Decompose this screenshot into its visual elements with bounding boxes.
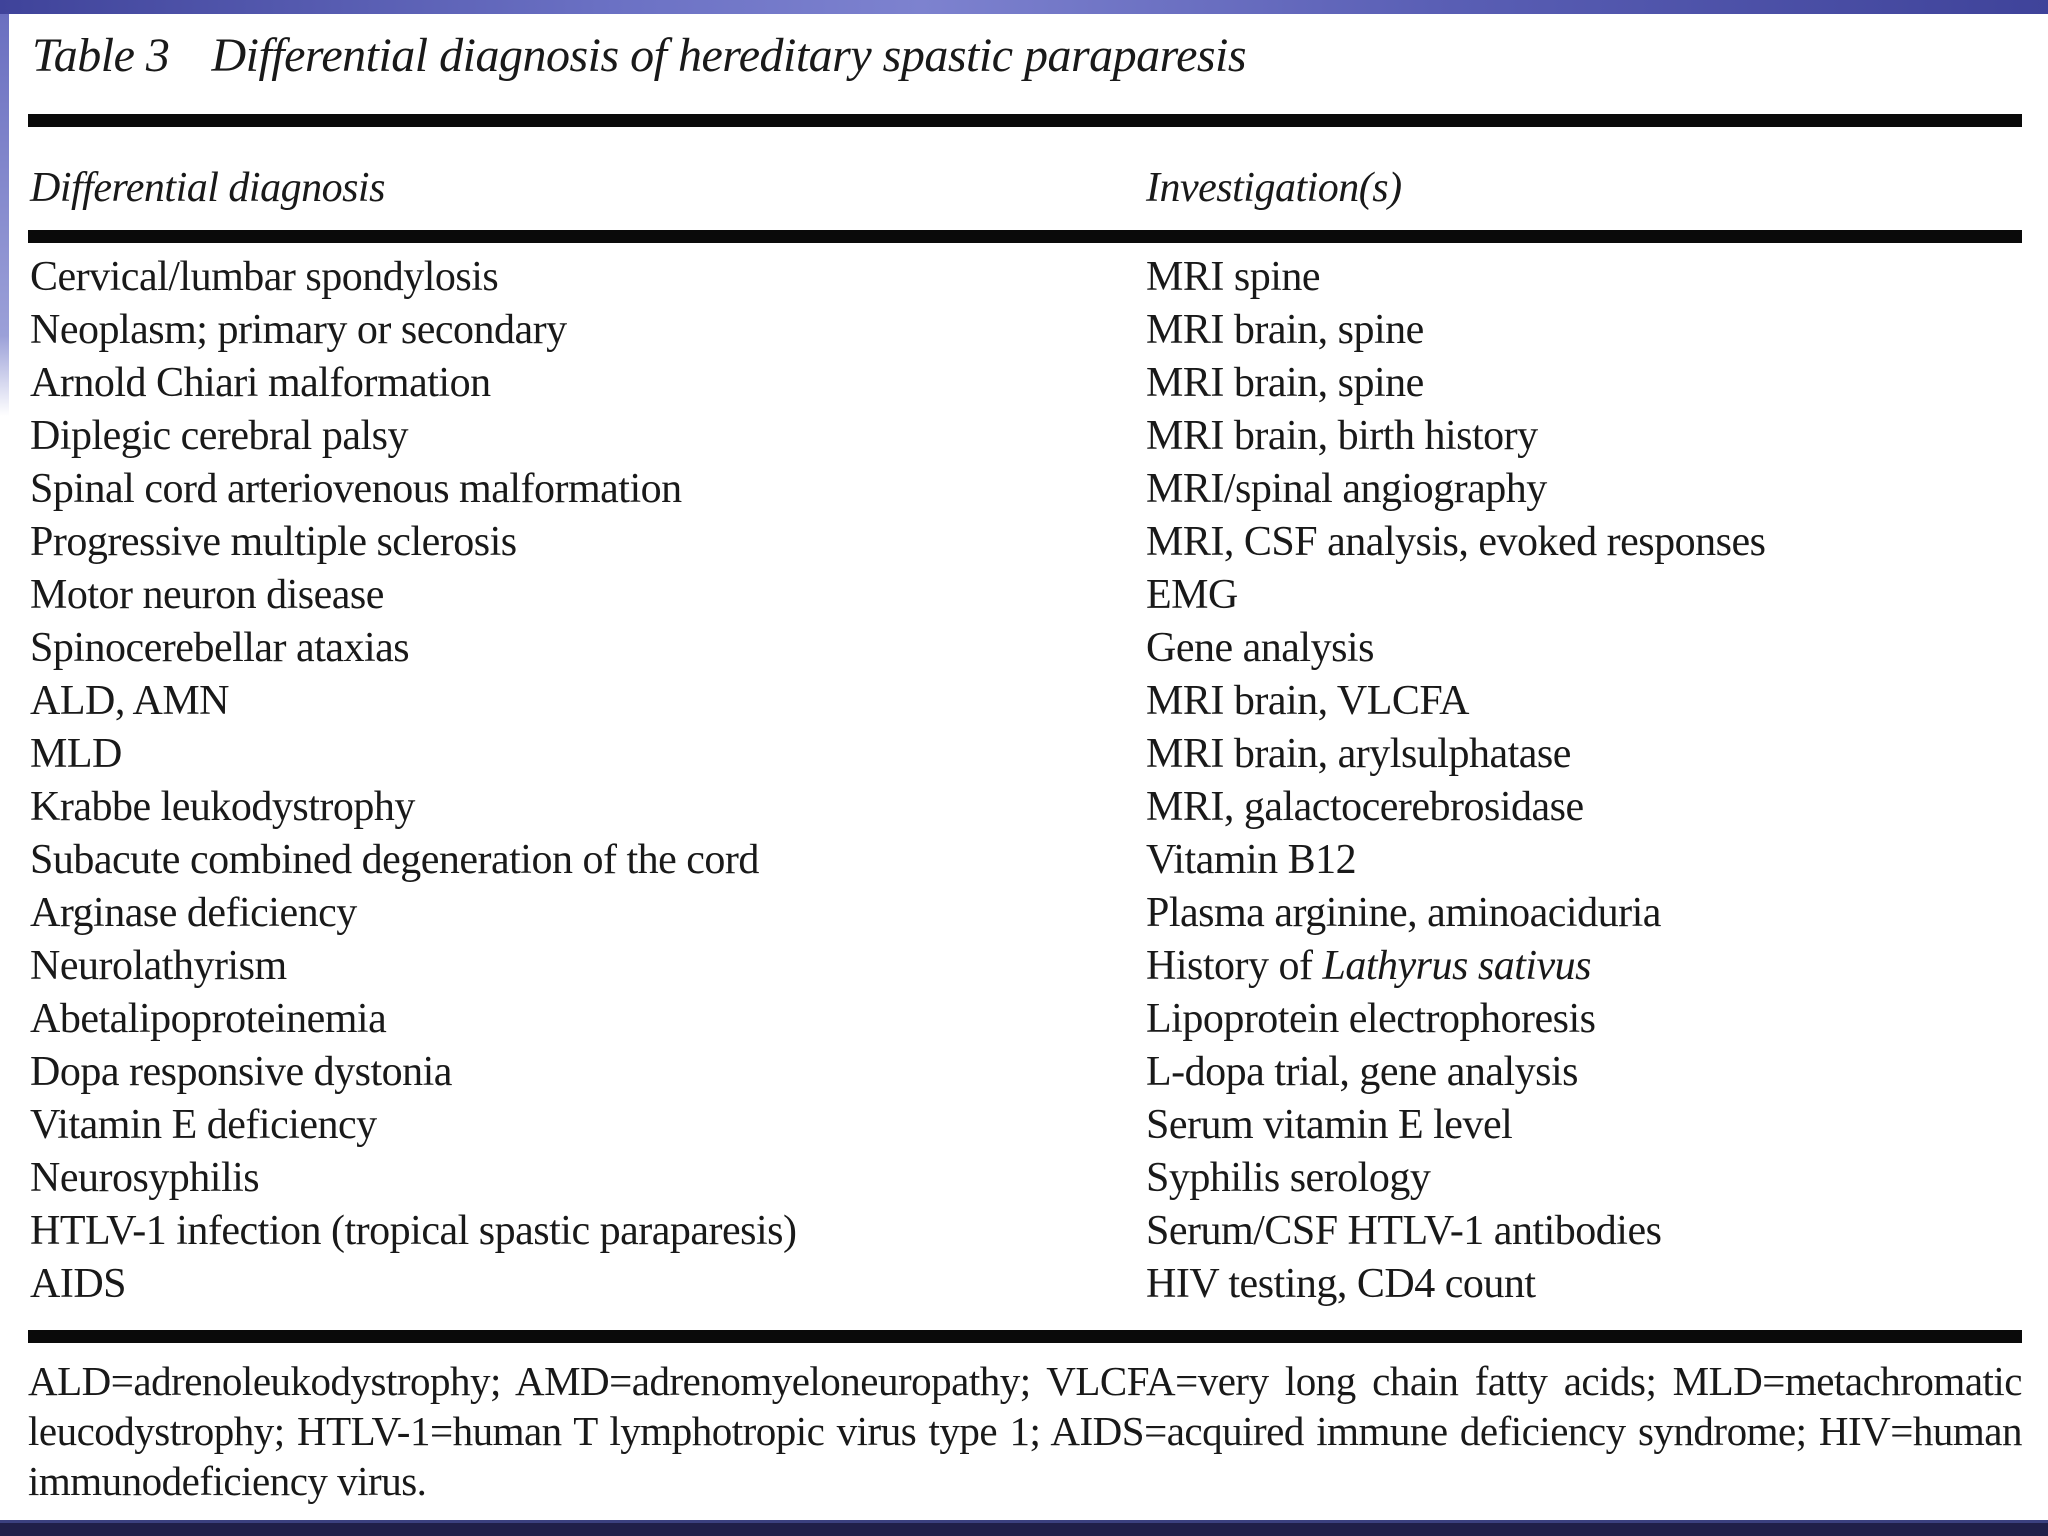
diagnosis-cell: Arginase deficiency: [30, 890, 357, 936]
investigation-cell: Vitamin B12: [1146, 837, 1357, 883]
investigation-cell: HIV testing, CD4 count: [1146, 1261, 1536, 1307]
diagnosis-cell: Progressive multiple sclerosis: [30, 519, 517, 565]
table-row: AIDS HIV testing, CD4 count: [30, 1258, 2020, 1311]
diagnosis-cell: Neurosyphilis: [30, 1155, 260, 1201]
table-title-text: Differential diagnosis of hereditary spa…: [211, 29, 1247, 82]
table-row: MLD MRI brain, arylsulphatase: [30, 728, 2020, 781]
diagnosis-cell: Dopa responsive dystonia: [30, 1049, 452, 1095]
table-row: Neurolathyrism History of Lathyrus sativu…: [30, 940, 2020, 993]
table-header-row: Differential diagnosis Investigation(s): [30, 164, 2020, 212]
investigation-cell: MRI, galactocerebrosidase: [1146, 784, 1584, 830]
diagnosis-cell: Abetalipoproteinemia: [30, 996, 387, 1042]
table-row: Dopa responsive dystonia L-dopa trial, ge…: [30, 1046, 2020, 1099]
diagnosis-cell: Spinal cord arteriovenous malformation: [30, 466, 682, 512]
species-name-italic: Lathyrus sativus: [1322, 943, 1592, 989]
investigation-cell: Serum/CSF HTLV-1 antibodies: [1146, 1208, 1662, 1254]
diagnosis-cell: Diplegic cerebral palsy: [30, 413, 408, 459]
diagnosis-cell: MLD: [30, 731, 122, 777]
table-number-label: Table 3: [32, 29, 170, 82]
table-row: Motor neuron disease EMG: [30, 569, 2020, 622]
table-footnote: ALD=adrenoleukodystrophy; AMD=adrenomyel…: [28, 1358, 2023, 1504]
diagnosis-cell: Vitamin E deficiency: [30, 1102, 377, 1148]
bottom-rule: [28, 1330, 2022, 1343]
table-row: Krabbe leukodystrophy MRI, galactocerebro…: [30, 781, 2020, 834]
diagnosis-cell: Neurolathyrism: [30, 943, 287, 989]
slide-bottom-border-bar: [0, 1520, 2048, 1536]
diagnosis-cell: Spinocerebellar ataxias: [30, 625, 410, 671]
table-row: Vitamin E deficiency Serum vitamin E leve…: [30, 1099, 2020, 1152]
investigation-cell: MRI spine: [1146, 254, 1321, 300]
table-row: Arginase deficiency Plasma arginine, amin…: [30, 887, 2020, 940]
investigation-cell: MRI/spinal angiography: [1146, 466, 1547, 512]
investigation-cell: MRI brain, VLCFA: [1146, 678, 1469, 724]
table-row: Subacute combined degeneration of the co…: [30, 834, 2020, 887]
table-title: Table 3 Differential diagnosis of heredit…: [32, 28, 2022, 83]
investigation-cell: MRI brain, arylsulphatase: [1146, 731, 1571, 777]
diagnosis-cell: ALD, AMN: [30, 678, 230, 724]
investigation-cell: Syphilis serology: [1146, 1155, 1431, 1201]
diagnosis-cell: Neoplasm; primary or secondary: [30, 307, 567, 353]
table-row: Progressive multiple sclerosis MRI, CSF a…: [30, 516, 2020, 569]
investigation-cell: MRI brain, birth history: [1146, 413, 1538, 459]
investigation-cell: MRI brain, spine: [1146, 360, 1424, 406]
top-rule: [28, 114, 2022, 127]
investigation-cell: Lipoprotein electrophoresis: [1146, 996, 1596, 1042]
column-header-investigation: Investigation(s): [1146, 165, 1402, 211]
investigation-cell: Serum vitamin E level: [1146, 1102, 1513, 1148]
table-row: Arnold Chiari malformation MRI brain, spi…: [30, 357, 2020, 410]
diagnosis-cell: Motor neuron disease: [30, 572, 384, 618]
table-row: Cervical/lumbar spondylosis MRI spine: [30, 251, 2020, 304]
table-row: ALD, AMN MRI brain, VLCFA: [30, 675, 2020, 728]
table-row: Spinal cord arteriovenous malformation MR…: [30, 463, 2020, 516]
investigation-cell: L-dopa trial, gene analysis: [1146, 1049, 1579, 1095]
table-row: Abetalipoproteinemia Lipoprotein electrop…: [30, 993, 2020, 1046]
diagnosis-cell: HTLV-1 infection (tropical spastic parap…: [30, 1208, 797, 1254]
investigation-cell: Plasma arginine, aminoaciduria: [1146, 890, 1661, 936]
table-row: Neurosyphilis Syphilis serology: [30, 1152, 2020, 1205]
table-row: Diplegic cerebral palsy MRI brain, birth …: [30, 410, 2020, 463]
investigation-cell: MRI brain, spine: [1146, 307, 1424, 353]
header-rule: [28, 230, 2022, 243]
table-row: Neoplasm; primary or secondary MRI brain,…: [30, 304, 2020, 357]
diagnosis-cell: Cervical/lumbar spondylosis: [30, 254, 499, 300]
investigation-cell: History of Lathyrus sativus: [1146, 943, 1592, 989]
column-header-diagnosis: Differential diagnosis: [30, 165, 385, 211]
slide-top-border-bar: [0, 0, 2048, 14]
diagnosis-cell: Arnold Chiari malformation: [30, 360, 491, 406]
diagnosis-cell: AIDS: [30, 1261, 127, 1307]
diagnosis-cell: Subacute combined degeneration of the co…: [30, 837, 759, 883]
investigation-cell: MRI, CSF analysis, evoked responses: [1146, 519, 1766, 565]
investigation-cell: EMG: [1146, 572, 1238, 618]
diagnosis-cell: Krabbe leukodystrophy: [30, 784, 415, 830]
table-row: Spinocerebellar ataxias Gene analysis: [30, 622, 2020, 675]
investigation-cell: Gene analysis: [1146, 625, 1374, 671]
slide-left-border-strip: [0, 14, 9, 416]
table-row: HTLV-1 infection (tropical spastic parap…: [30, 1205, 2020, 1258]
